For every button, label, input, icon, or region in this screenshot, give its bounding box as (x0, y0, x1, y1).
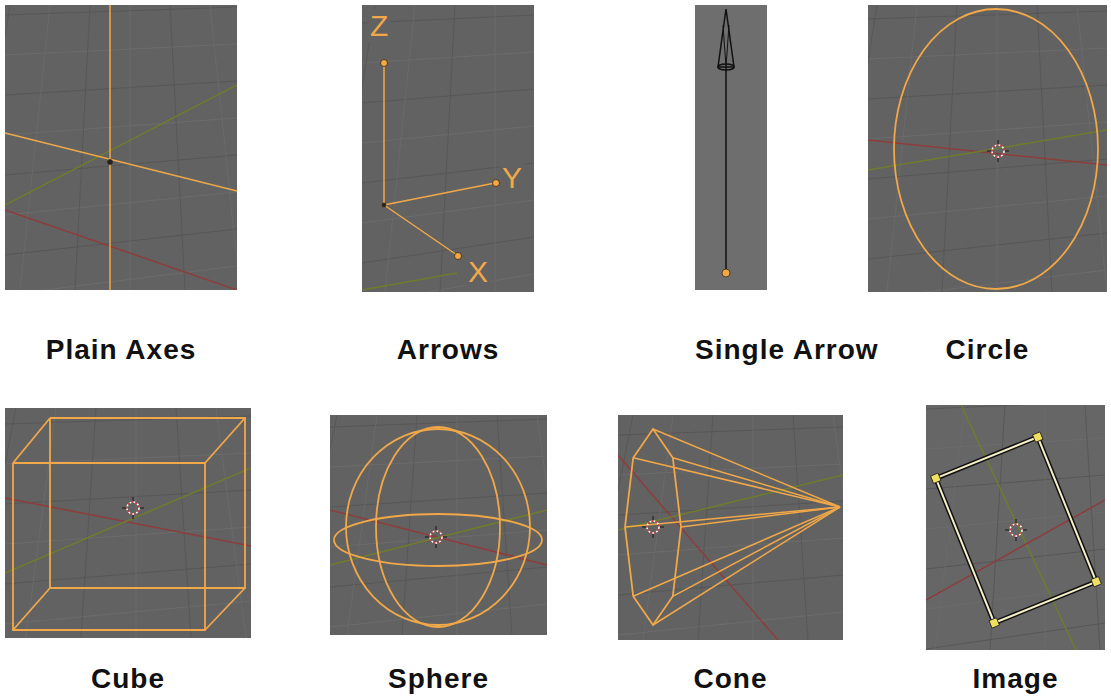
panel-caption: Cube (91, 664, 165, 694)
arrow-cone-edge (726, 25, 729, 67)
empty-illustration (5, 5, 237, 290)
arrow-shaft (725, 67, 727, 270)
panel-caption: Sphere (388, 664, 489, 694)
panel-caption: Image (973, 664, 1059, 694)
handle-dot (381, 60, 388, 67)
panel-caption: Circle (946, 335, 1030, 365)
handle-dot (722, 269, 730, 277)
empty-illustration (330, 415, 547, 635)
panel-caption: Arrows (397, 335, 499, 365)
axis-line (384, 183, 495, 205)
axis-line (868, 130, 1107, 170)
caption-holder: Sphere (330, 664, 547, 694)
axis-line (5, 85, 237, 205)
caption-holder: Single Arrow (695, 335, 767, 365)
panel-caption: Cone (694, 664, 768, 694)
cone-wireframe (625, 429, 840, 625)
cursor-icon (987, 140, 1009, 162)
caption-holder: Cone (618, 664, 843, 694)
grid-lines (868, 5, 1107, 292)
empty-illustration (868, 5, 1107, 292)
empty-illustration (618, 415, 843, 640)
grid-lines (362, 5, 534, 292)
empty-illustration (926, 405, 1105, 650)
axis-line (868, 140, 1107, 165)
grid-lines (926, 405, 1105, 650)
axis-line (330, 510, 547, 565)
circle-outline (894, 9, 1098, 289)
grid-lines (5, 5, 237, 290)
empty-type-panel: Image (926, 405, 1105, 650)
arrow-cone-edge (723, 25, 726, 67)
empty-illustration (362, 5, 534, 292)
grid-lines (618, 415, 843, 640)
arrow-cone (718, 9, 734, 67)
grid-lines (330, 415, 547, 635)
empty-type-panel: Cone (618, 415, 843, 640)
image-frame (931, 432, 1102, 628)
axis-line (383, 65, 385, 205)
grid-lines (5, 408, 251, 638)
caption-holder: Plain Axes (5, 335, 237, 365)
caption-holder: Arrows (362, 335, 534, 365)
empty-type-panel: Cube (5, 408, 251, 638)
caption-holder: Cube (5, 664, 251, 694)
axis-line (5, 133, 237, 191)
cursor-icon (122, 497, 144, 519)
empty-type-panel: Circle (868, 5, 1107, 292)
panel-caption: Plain Axes (46, 335, 197, 365)
empty-type-panel: Plain Axes (5, 5, 237, 290)
handle-dot (493, 180, 500, 187)
panel-caption: Single Arrow (695, 335, 879, 365)
caption-holder: Circle (868, 335, 1107, 365)
axis-line (330, 510, 547, 565)
cursor-icon (425, 526, 447, 548)
empty-type-panel: Arrows (362, 5, 534, 292)
cube-wireframe (13, 418, 245, 630)
axis-line (5, 468, 251, 573)
axis-letter: X (466, 256, 490, 288)
empty-type-panel: Sphere (330, 415, 547, 635)
empty-illustration (5, 408, 251, 638)
cursor-icon (642, 516, 664, 538)
handle-dot (455, 253, 462, 260)
caption-holder: Image (926, 664, 1105, 694)
axis-line (109, 5, 111, 290)
axis-line (618, 455, 778, 640)
axis-line (384, 205, 457, 255)
handle-dot (108, 160, 113, 165)
cursor-icon (1005, 519, 1027, 541)
handle-dot (382, 203, 386, 207)
axis-line (5, 498, 251, 546)
axis-letter: Z (368, 10, 390, 42)
sphere-rings (334, 427, 542, 627)
axis-letter: Y (500, 162, 524, 194)
empty-type-panel: Single Arrow (695, 5, 767, 290)
empty-illustration (695, 5, 767, 290)
axis-line (5, 210, 237, 290)
axis-line (362, 273, 457, 290)
